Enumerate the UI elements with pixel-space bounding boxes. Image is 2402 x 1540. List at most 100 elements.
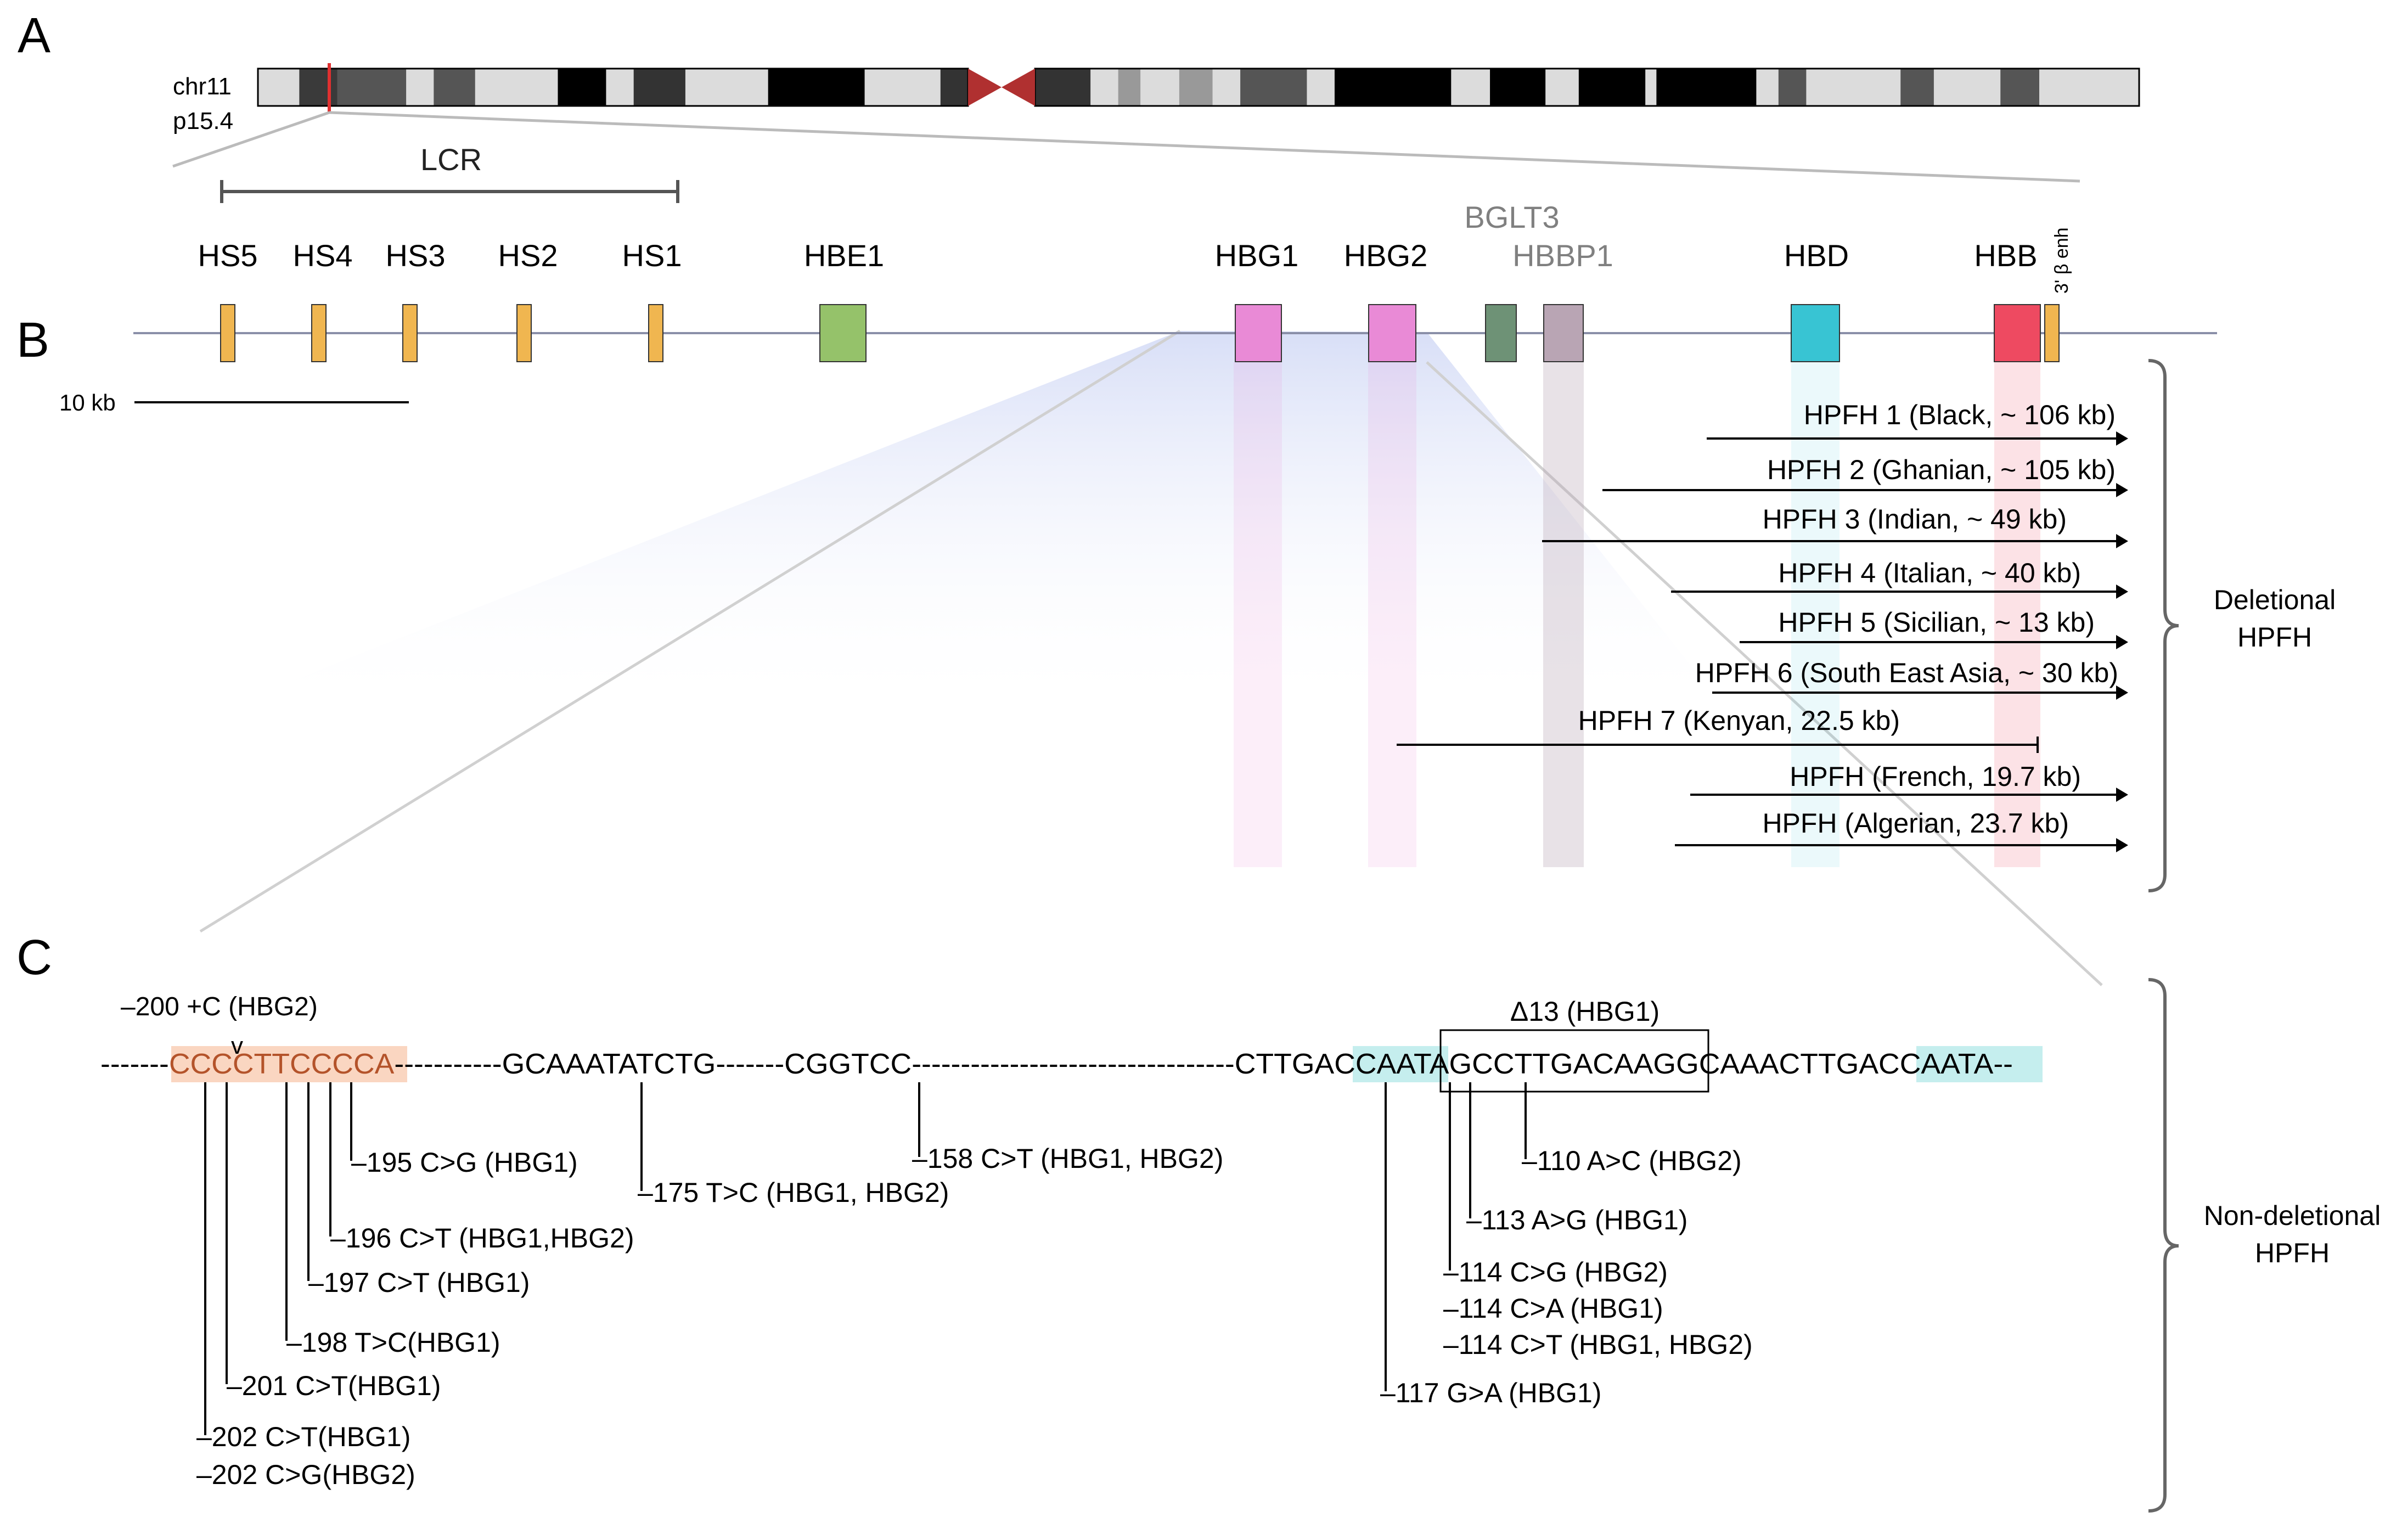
- mutation-label-110: –110 A>C (HBG2): [1522, 1145, 1742, 1176]
- promoter-sequence: -------CCCCTTCCCCA-----------GCAAATATCTG…: [100, 1048, 2013, 1080]
- deletion-label-hpfh5: HPFH 5 (Sicilian, ~ 13 kb): [1778, 607, 2095, 638]
- delta13-box: [1439, 1029, 1709, 1093]
- deletion-hpfh1: HPFH 1 (Black, ~ 106 kb): [1707, 400, 2128, 446]
- q-arm-band-19: [1933, 69, 2001, 106]
- q-arm-band-9: [1451, 69, 1490, 106]
- mutation-label-202b: –202 C>G(HBG2): [196, 1459, 415, 1490]
- gene-label-hbb: HBB: [1974, 238, 2037, 273]
- mutation-leaders: [204, 1082, 1527, 1435]
- column-hbbp1: [1543, 362, 1584, 867]
- insertion-label: –200 +C (HBG2): [121, 992, 318, 1021]
- p-arm-band-0: [258, 69, 300, 106]
- panel-label-b: B: [16, 313, 49, 368]
- p-arm-band-8: [633, 69, 686, 106]
- p-arm-band-4: [434, 69, 476, 106]
- gene-hbg2: HBG2: [1344, 238, 1428, 362]
- gene-label-bglt3: BGLT3: [1464, 200, 1559, 234]
- nondeletional-brace: [2148, 978, 2179, 1513]
- gene-label-hbbp1: HBBP1: [1512, 238, 1613, 273]
- deletion-label-hpfh7: HPFH 7 (Kenyan, 22.5 kb): [1578, 705, 1900, 736]
- deletion-label-french: HPFH (French, 19.7 kb): [1790, 761, 2081, 792]
- gene-hbe1: HBE1: [804, 238, 884, 362]
- deletion-label-hpfh6: HPFH 6 (South East Asia, ~ 30 kb): [1695, 657, 2118, 688]
- deletional-brace: [2148, 359, 2179, 892]
- deletion-label-algerian: HPFH (Algerian, 23.7 kb): [1762, 808, 2069, 839]
- deletion-hpfh3: HPFH 3 (Indian, ~ 49 kb): [1542, 504, 2128, 548]
- deletion-hpfh2: HPFH 2 (Ghanian, ~ 105 kb): [1602, 454, 2128, 497]
- sequence-segment-6: ATA--: [1940, 1048, 2013, 1080]
- sequence-segment-1: CCCCTTCCCCA: [169, 1048, 395, 1080]
- mutation-label-114b: –114 C>A (HBG1): [1443, 1293, 1663, 1324]
- gene-hs4: HS4: [293, 238, 352, 362]
- q-arm-band-11: [1545, 69, 1579, 106]
- deletional-label-line1: Deletional: [2214, 584, 2336, 615]
- mutation-label-202a: –202 C>T(HBG1): [196, 1421, 410, 1452]
- deletion-hpfh6: HPFH 6 (South East Asia, ~ 30 kb): [1695, 657, 2128, 700]
- gene-hbb: HBB: [1974, 238, 2041, 362]
- q-arm-band-6: [1240, 69, 1307, 106]
- mutation-label-175: –175 T>C (HBG1, HBG2): [638, 1177, 949, 1208]
- chromosome-band: p15.4: [173, 108, 233, 134]
- q-arm-band-20: [2000, 69, 2040, 106]
- nondeletional-label-line1: Non-deletional: [2204, 1200, 2381, 1231]
- q-arm-band-17: [1806, 69, 1901, 106]
- q-arm-band-5: [1212, 69, 1241, 106]
- q-arm-band-0: [1035, 69, 1091, 106]
- column-hbd: [1791, 362, 1840, 867]
- p-arm-band-9: [685, 69, 769, 106]
- p-arm-band-5: [475, 69, 558, 106]
- zoom-line-c-left: [199, 329, 1181, 933]
- gene-3prime-enhancer: 3' β enh: [2044, 227, 2072, 362]
- gene-hs1: HS1: [622, 238, 682, 362]
- p-arm-band-6: [558, 69, 606, 106]
- gene-hbbp1: HBBP1: [1512, 238, 1613, 362]
- gene-bglt3: BGLT3: [1464, 200, 1560, 362]
- nondeletional-label-line2: HPFH: [2255, 1238, 2330, 1268]
- gene-label-hbd: HBD: [1784, 238, 1849, 273]
- gene-label-hs2: HS2: [498, 238, 558, 273]
- gene-label-hs3: HS3: [386, 238, 446, 273]
- deletion-label-hpfh3: HPFH 3 (Indian, ~ 49 kb): [1763, 504, 2067, 535]
- p-arm-band-12: [940, 69, 969, 106]
- mutation-label-113: –113 A>G (HBG1): [1466, 1205, 1687, 1235]
- q-arm-band-21: [2039, 69, 2140, 106]
- gene-label-hbg1: HBG1: [1215, 238, 1299, 273]
- lcr-label: LCR: [420, 142, 482, 177]
- gene-label-hs1: HS1: [622, 238, 682, 273]
- sequence-segment-3: TGACCA: [1274, 1048, 1396, 1080]
- chromosome-name: chr11: [173, 73, 232, 100]
- q-arm-band-4: [1179, 69, 1213, 106]
- q-arm-band-7: [1307, 69, 1335, 106]
- q-arm-band-13: [1645, 69, 1657, 106]
- p-arm-band-10: [768, 69, 865, 106]
- p-arm-band-7: [606, 69, 634, 106]
- centromere: [968, 69, 1002, 106]
- deletion-french: HPFH (French, 19.7 kb): [1690, 761, 2128, 802]
- deletion-label-hpfh1: HPFH 1 (Black, ~ 106 kb): [1804, 400, 2116, 430]
- q-arm-band-15: [1756, 69, 1779, 106]
- gene-hs2: HS2: [498, 238, 558, 362]
- cccc-box-highlight: [171, 1046, 407, 1082]
- gene-label-hbg2: HBG2: [1344, 238, 1428, 273]
- q-arm-band-18: [1900, 69, 1934, 106]
- q-arm-band-10: [1490, 69, 1546, 106]
- deletional-label-line2: HPFH: [2237, 622, 2312, 653]
- mutation-label-196: –196 C>T (HBG1,HBG2): [330, 1223, 634, 1254]
- q-arm-band-8: [1334, 69, 1452, 106]
- p-arm-band-1: [299, 69, 337, 106]
- delta13-label: Δ13 (HBG1): [1510, 996, 1660, 1027]
- deletion-hpfh7: HPFH 7 (Kenyan, 22.5 kb): [1397, 705, 2039, 753]
- scale-bar-label: 10 kb: [59, 390, 116, 415]
- mutation-label-198: –198 T>C(HBG1): [286, 1327, 500, 1358]
- sequence-segment-2: -----------GCAAATATCTG-------CGGTCC-----…: [394, 1048, 1274, 1080]
- zoom-line-right: [329, 111, 2080, 183]
- gene-hbg1: HBG1: [1215, 238, 1299, 362]
- mutation-label-197: –197 C>T (HBG1): [308, 1267, 530, 1298]
- deletion-label-hpfh4: HPFH 4 (Italian, ~ 40 kb): [1778, 558, 2081, 588]
- mutation-label-117: –117 G>A (HBG1): [1380, 1378, 1601, 1408]
- mutation-label-158: –158 C>T (HBG1, HBG2): [912, 1143, 1223, 1174]
- panel-label-a: A: [18, 8, 50, 63]
- sequence-segment-0: -------: [100, 1048, 169, 1080]
- deletion-hpfh4: HPFH 4 (Italian, ~ 40 kb): [1671, 558, 2128, 599]
